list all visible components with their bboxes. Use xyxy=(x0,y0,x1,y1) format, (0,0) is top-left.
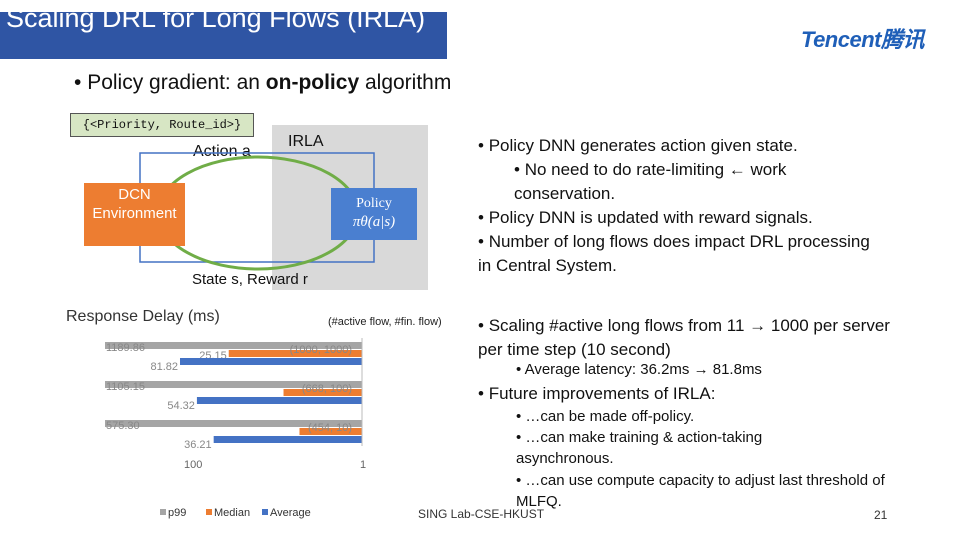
legend-swatch-p99 xyxy=(160,509,166,515)
tick-label-1: 1 xyxy=(360,459,366,471)
lower-bullet-2: • Future improvements of IRLA: xyxy=(478,384,716,403)
action-label: Action a xyxy=(193,143,251,160)
main-bullet-suffix: algorithm xyxy=(359,71,452,94)
chart-subtitle: (#active flow, #fin. flow) xyxy=(328,316,442,328)
right-bullet-2: • Policy DNN is updated with reward sign… xyxy=(478,208,813,227)
value-label-average-1: 54.32 xyxy=(167,400,195,412)
tick-label-0: 100 xyxy=(184,459,202,471)
value-label-p99-0: 1189.86 xyxy=(106,342,145,354)
category-label-2: (454, 10) xyxy=(308,422,352,434)
bar-p99-0 xyxy=(105,342,362,349)
policy-label: Policy xyxy=(356,196,392,211)
bar-median-2 xyxy=(299,428,362,435)
value-label-average-2: 36.21 xyxy=(184,439,212,451)
value-label-p99-2: 575.30 xyxy=(106,420,140,432)
legend-swatch-median xyxy=(206,509,212,515)
lower-subbullet-2: • …can be made off-policy. xyxy=(516,408,695,425)
tencent-logo: Tencent腾讯 xyxy=(800,27,925,52)
right-bullet-3: • Number of long flows does impact DRL p… xyxy=(478,232,870,275)
legend-swatch-average xyxy=(262,509,268,515)
lower-subbullet-1: • Average latency: 36.2ms → 81.8ms xyxy=(516,361,762,378)
bar-median-0 xyxy=(228,350,362,357)
state-label: State s, Reward r xyxy=(192,271,308,288)
lower-subbullet-3: • …can make training & action-taking asy… xyxy=(516,429,763,467)
bar-p99-1 xyxy=(105,381,362,388)
lower-subbullet-4: • …can use compute capacity to adjust la… xyxy=(516,472,885,510)
category-label-1: (668, 100) xyxy=(302,383,352,395)
legend-label-average: Average xyxy=(270,507,311,519)
state-line xyxy=(139,240,375,263)
title-bar: Scaling DRL for Long Flows (IRLA) xyxy=(0,12,447,59)
right-subbullet-1: • No need to do rate-limiting ← work con… xyxy=(514,160,787,203)
legend-label-p99: p99 xyxy=(168,507,186,519)
slide-title: Scaling DRL for Long Flows (IRLA) xyxy=(6,12,426,33)
value-label-average-0: 81.82 xyxy=(150,361,178,373)
code-label: {<Priority, Route_id>} xyxy=(70,113,254,137)
bar-average-2 xyxy=(213,436,362,443)
chart-title: Response Delay (ms) xyxy=(66,308,220,325)
policy-box: Policy πθ(a|s) xyxy=(331,188,417,240)
main-bullet: • Policy gradient: an on-policy algorith… xyxy=(74,71,452,94)
category-label-0: (1000, 1000) xyxy=(290,344,352,356)
bar-average-0 xyxy=(179,358,362,365)
bar-median-1 xyxy=(283,389,362,396)
lower-bullet-1: • Scaling #active long flows from 11 → 1… xyxy=(478,316,890,359)
right-bullet-1: • Policy DNN generates action given stat… xyxy=(478,136,798,155)
bar-average-1 xyxy=(196,397,362,404)
value-label-p99-1: 1105.15 xyxy=(106,381,145,393)
policy-formula: πθ(a|s) xyxy=(352,214,396,230)
bar-p99-2 xyxy=(105,420,362,427)
dcn-environment-box: DCN Environment xyxy=(84,183,185,246)
main-bullet-bold: on-policy xyxy=(265,71,360,94)
action-line xyxy=(139,152,375,188)
footer: SING Lab-CSE-HKUST xyxy=(418,507,545,521)
legend-label-median: Median xyxy=(214,507,250,519)
irla-label: IRLA xyxy=(288,133,324,150)
page-number: 21 xyxy=(874,508,888,522)
main-bullet-prefix: Policy gradient: an xyxy=(87,71,266,94)
